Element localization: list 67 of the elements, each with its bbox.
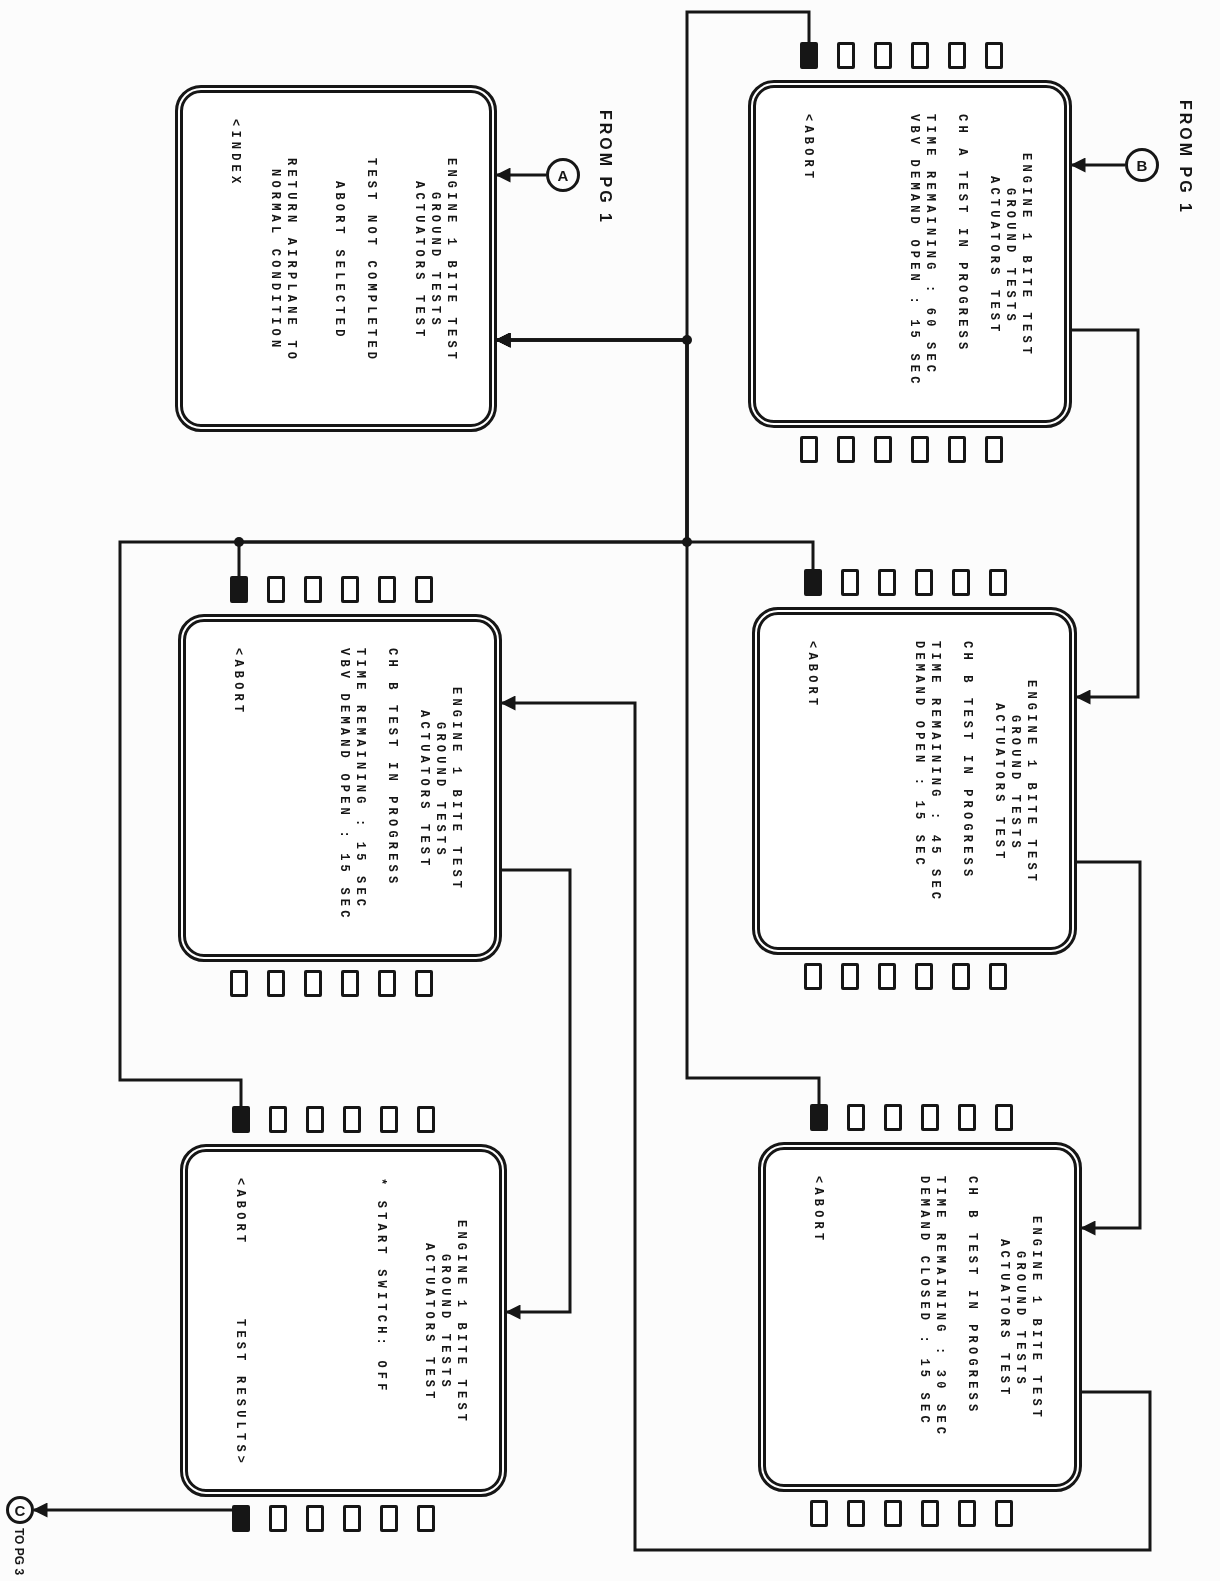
screen-text: TEST NOT COMPLETED [363, 156, 379, 366]
page-reference-label: TO PG 3 [12, 1528, 26, 1576]
screen-text: VBV DEMAND OPEN : 15 SEC [906, 114, 922, 390]
screen-text: GROUND TESTS [1002, 186, 1018, 327]
line-select-key [804, 569, 822, 596]
screen-text: TIME REMAINING : 30 SEC [932, 1176, 948, 1441]
screen-text: DEMAND CLOSED : 15 SEC [916, 1176, 932, 1429]
line-select-key [230, 576, 248, 603]
connector-arrow [32, 1502, 232, 1518]
screen-text: ENGINE 1 BITE TEST [1018, 152, 1034, 361]
connector-arrow [1070, 157, 1125, 173]
screen-text: ACTUATORS TEST [411, 179, 427, 343]
connector-arrow [1072, 328, 1140, 705]
screen-text: CH B TEST IN PROGRESS [959, 641, 975, 883]
line-select-key [810, 1104, 828, 1131]
screen-text: ACTUATORS TEST [421, 1241, 437, 1405]
connector-arrow [118, 332, 689, 1106]
connector-arrow [500, 695, 1152, 1552]
screen-text: DEMAND OPEN : 15 SEC [911, 641, 927, 872]
display-screen [178, 614, 502, 962]
connector-arrow [1077, 860, 1142, 1236]
line-select-key [232, 1505, 250, 1532]
screen-text: VBV DEMAND OPEN : 15 SEC [336, 648, 352, 924]
screen-text: GROUND TESTS [427, 191, 443, 331]
screen-text: * START SWITCH: OFF [373, 1178, 389, 1397]
page-connector: B [1125, 148, 1159, 182]
line-select-key [232, 1106, 250, 1133]
display-screen [175, 85, 497, 432]
screen-text: <ABORT [230, 648, 246, 717]
screen-text: <INDEX [227, 119, 243, 188]
screen-text: ACTUATORS TEST [416, 709, 432, 872]
screen-text: CH B TEST IN PROGRESS [384, 648, 400, 890]
screen-text: RETURN AIRPLANE TO NORMAL CONDITION [267, 156, 299, 366]
screen-text: <ABORT [804, 641, 820, 710]
screen-text: <ABORT [810, 1176, 826, 1245]
page-reference-label: FROM PG 1 [1176, 100, 1194, 215]
screen-text: ACTUATORS TEST [991, 702, 1007, 865]
screen-text: ACTUATORS TEST [986, 175, 1002, 338]
connector-arrow [502, 868, 572, 1320]
screen-text: CH B TEST IN PROGRESS [964, 1176, 980, 1418]
screen-text: ENGINE 1 BITE TEST [443, 156, 459, 366]
connector-arrow [495, 167, 546, 183]
screen-text: TIME REMAINING : 60 SEC [922, 114, 938, 379]
screen-text: <ABORT [800, 114, 816, 183]
screen-text: GROUND TESTS [1007, 713, 1023, 854]
screen-text: ENGINE 1 BITE TEST [1028, 1215, 1044, 1424]
screen-text: TIME REMAINING : 45 SEC [927, 641, 943, 906]
screen-text: TIME REMAINING : 15 SEC [352, 648, 368, 913]
screen-text: GROUND TESTS [1012, 1249, 1028, 1390]
screen-text: ENGINE 1 BITE TEST [453, 1218, 469, 1428]
page-reference-label: FROM PG 1 [596, 110, 614, 225]
screen-text: <ABORT [232, 1178, 248, 1247]
page-connector: A [546, 158, 580, 192]
screen-text: TEST RESULTS> [232, 1318, 248, 1467]
screen-text: ENGINE 1 BITE TEST [1023, 679, 1039, 888]
line-select-key [800, 42, 818, 69]
screen-text: ACTUATORS TEST [996, 1238, 1012, 1401]
display-screen [180, 1144, 507, 1497]
screen-text: CH A TEST IN PROGRESS [954, 114, 970, 356]
display-screen [748, 80, 1072, 428]
screen-text: ABORT SELECTED [331, 179, 347, 343]
display-screen [752, 607, 1077, 955]
screen-text: GROUND TESTS [432, 720, 448, 861]
page-connector: C [6, 1496, 34, 1524]
screen-text: ENGINE 1 BITE TEST [448, 686, 464, 895]
display-screen [758, 1142, 1082, 1492]
screen-text: GROUND TESTS [437, 1253, 453, 1393]
